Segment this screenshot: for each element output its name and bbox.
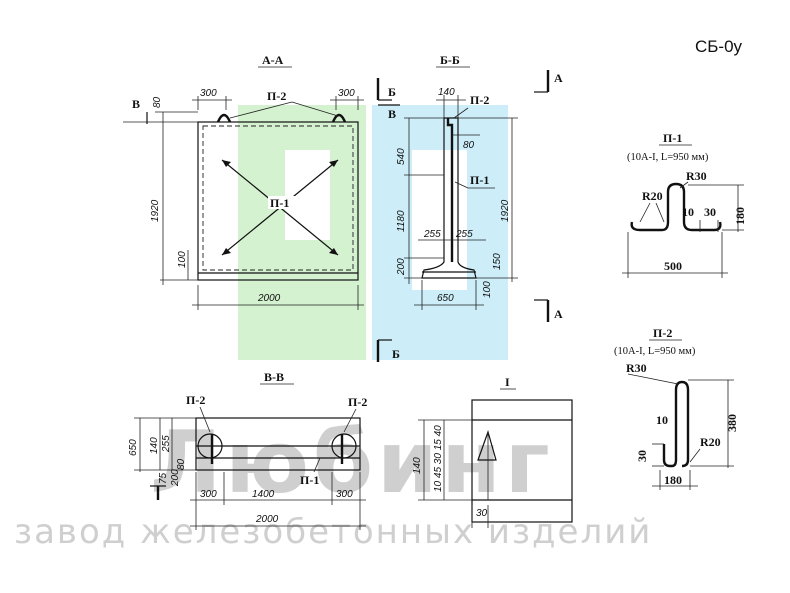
- slab-plan: [195, 417, 361, 471]
- dim-vv-75: 75: [158, 472, 169, 484]
- section-vv: В-В П-2 П-2 П-1 650 140 255 80 75 200: [128, 370, 367, 530]
- label-p2-top-aa: П-2: [267, 89, 286, 103]
- dim-aa-bottom: 100: [177, 251, 188, 268]
- p2-spec: (10А-I, L=950 мм): [614, 346, 696, 357]
- watermark-tagline: завод железобетонных изделий: [14, 512, 652, 552]
- dim-vv-2000: 2000: [255, 514, 279, 525]
- mark-b-top: Б: [388, 85, 396, 99]
- label-p2-vv-left: П-2: [186, 393, 205, 407]
- dim-bb-650: 650: [437, 293, 454, 304]
- p1-d30: 30: [704, 205, 716, 219]
- section-i-label: I: [505, 375, 510, 389]
- cut-marks-a: А А: [534, 70, 563, 322]
- dim-i-140: 140: [412, 457, 423, 474]
- p1-spec: (10А-I, L=950 мм): [627, 152, 709, 163]
- p1-length: 500: [664, 259, 682, 273]
- p2-d30: 30: [635, 450, 649, 462]
- dim-vv-255: 255: [161, 435, 172, 453]
- dim-aa-left: 300: [200, 88, 217, 99]
- dim-vv-300a: 300: [200, 489, 217, 500]
- dim-aa-height: 1920: [150, 199, 161, 222]
- p2-d10: 10: [656, 413, 668, 427]
- label-p2-bb: П-2: [470, 93, 489, 107]
- dim-bb-top: 140: [438, 87, 455, 98]
- dim-bb-255a: 255: [423, 229, 441, 240]
- dim-vv-300b: 300: [336, 489, 353, 500]
- section-aa: А-А П-1 П-2 П-1 300 300: [123, 53, 364, 310]
- dim-i-30: 30: [476, 508, 488, 519]
- section-aa-label: А-А: [262, 53, 284, 67]
- label-p2-vv-right: П-2: [348, 395, 367, 409]
- dim-bb-1920: 1920: [500, 199, 511, 222]
- dim-vv-1400: 1400: [252, 489, 275, 500]
- drawing-code: СБ-0у: [695, 37, 743, 56]
- detail-p2: П-2 (10А-I, L=950 мм) R30 R20 10 30 380 …: [614, 326, 739, 490]
- dim-vv-200: 200: [170, 469, 181, 487]
- p1-d10: 10: [682, 205, 694, 219]
- watermark-logo: Любинг завод железобетонных изделий: [14, 105, 652, 552]
- section-bb: Б-Б Б Б В П-2 П-1 140 540 1180: [376, 53, 518, 362]
- p1-r30: R30: [686, 169, 707, 183]
- mark-a-bottom: А: [554, 307, 563, 321]
- mark-v-bb: В: [388, 107, 396, 121]
- p2-r30: R30: [626, 361, 647, 375]
- mark-v-aa: В: [132, 97, 140, 111]
- label-p1-vv: П-1: [300, 473, 319, 487]
- p2-title: П-2: [653, 326, 672, 340]
- dim-aa-right: 300: [338, 88, 355, 99]
- dim-bb-255b: 255: [455, 229, 473, 240]
- dim-vv-140: 140: [149, 437, 160, 454]
- dim-vv-80: 80: [176, 458, 187, 470]
- label-p1-aa: П-1: [270, 196, 289, 210]
- section-i-body: [471, 399, 573, 523]
- p1-bar-shape: [630, 182, 722, 232]
- section-vv-label: В-В: [264, 370, 284, 384]
- label-p1-bb: П-1: [470, 173, 489, 187]
- dim-bb-80: 80: [463, 140, 475, 151]
- section-bb-label: Б-Б: [440, 53, 460, 67]
- section-i: I 140 10 45 30 15 40 30: [412, 375, 573, 528]
- p2-height: 380: [725, 414, 739, 432]
- detail-p1: П-1 (10А-I, L=950 мм) R30 R20 10 30 180 …: [622, 131, 747, 278]
- dim-aa-top: 80: [152, 96, 163, 108]
- dim-bb-200: 200: [396, 258, 407, 276]
- dim-bb-1180: 1180: [396, 210, 407, 232]
- watermark-brand: Любинг: [150, 413, 554, 513]
- p2-bar-shape: [662, 380, 690, 468]
- p1-height: 180: [733, 207, 747, 225]
- dim-aa-width: 2000: [257, 293, 281, 304]
- dim-bb-150: 150: [492, 253, 503, 270]
- p1-title: П-1: [663, 131, 682, 145]
- p2-r20: R20: [700, 435, 721, 449]
- dim-vv-650: 650: [128, 439, 139, 456]
- mark-a-top: А: [554, 71, 563, 85]
- mark-b-bottom: Б: [392, 347, 400, 361]
- dim-bb-100: 100: [482, 281, 493, 298]
- p2-width: 180: [664, 473, 682, 487]
- dim-bb-540: 540: [396, 148, 407, 165]
- panel-outline-aa: [197, 121, 359, 281]
- dim-i-stack: 10 45 30 15 40: [433, 425, 444, 492]
- p1-r20: R20: [642, 189, 663, 203]
